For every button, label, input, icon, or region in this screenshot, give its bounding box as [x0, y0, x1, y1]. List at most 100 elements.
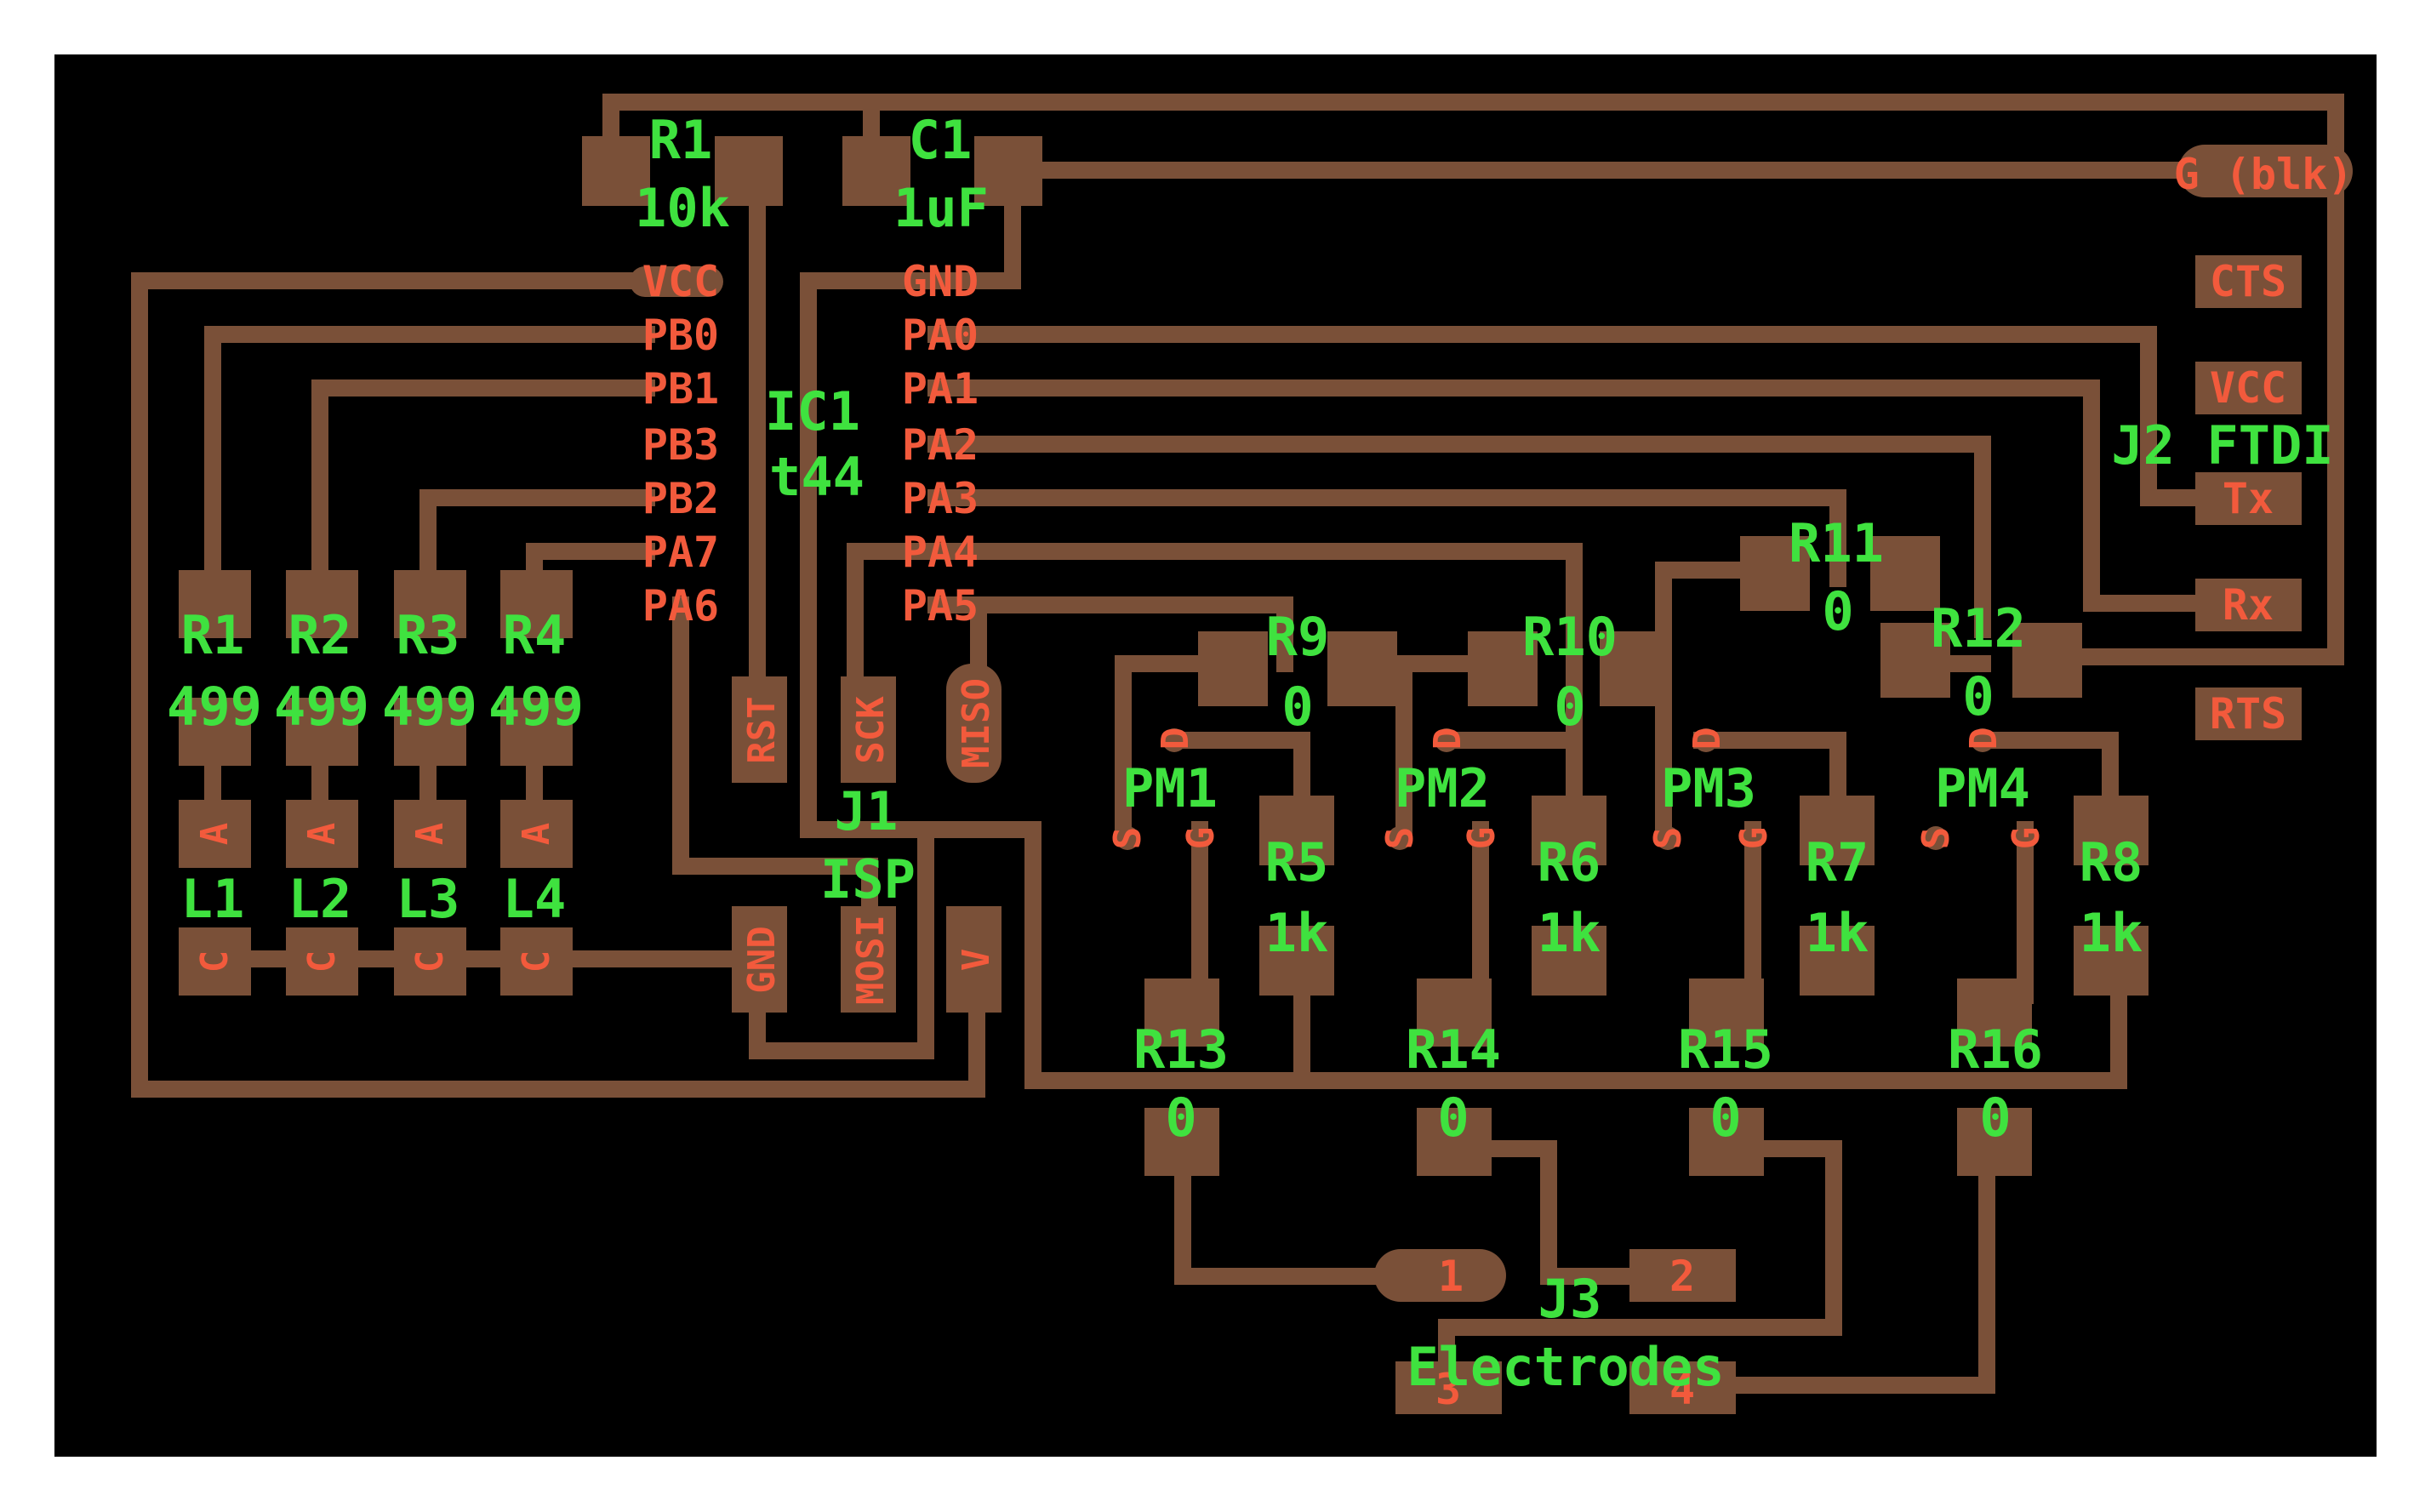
l2-pin-c: C [300, 950, 344, 973]
label-l2-name: L2 [288, 868, 352, 930]
j2-pin-rx: Rx [2223, 580, 2274, 630]
pad-r13-a [1144, 979, 1219, 1047]
pad-r15-a [1689, 979, 1764, 1047]
pad-r7-a [1800, 796, 1875, 865]
label-j3-name: J3 [1538, 1268, 1602, 1330]
pad-pm1-d [1162, 728, 1186, 752]
pad-pm2-s [1388, 826, 1412, 850]
pad-r3-a [394, 570, 466, 638]
label-j3-value: Electrodes [1407, 1336, 1724, 1398]
pad-l4-c [500, 927, 573, 996]
ic1-pin-pa4: PA4 [902, 528, 979, 577]
label-r16-value: 0 [1979, 1087, 2011, 1149]
pm1-pin-s: S [1106, 827, 1150, 850]
pad-j2-rx [2195, 579, 2302, 631]
pad-r6-a [1532, 796, 1606, 865]
l3-pin-a: A [408, 823, 452, 846]
pad-r11-a [1740, 536, 1810, 611]
pad-j2-rts [2195, 688, 2302, 740]
label-r1-499-name: R1 [181, 604, 245, 666]
pad-c1-b [974, 136, 1042, 206]
label-r1-499-value: 499 [167, 676, 262, 738]
pad-r1-499-a [179, 570, 251, 638]
pad-r16-b [1957, 1108, 2032, 1176]
pad-j2-vcc [2195, 362, 2302, 414]
pad-pm2-d [1435, 728, 1458, 752]
ic1-pin-gnd: GND [902, 257, 979, 306]
label-r10-value: 0 [1554, 676, 1585, 738]
label-r7-value: 1k [1806, 902, 1869, 964]
j1-pin-sck: SCK [849, 696, 893, 764]
j3-pin-3: 3 [1435, 1365, 1461, 1414]
ic1-pin-pb0: PB0 [642, 311, 719, 360]
pad-j1-rst [732, 676, 787, 783]
pad-pm3-g [1741, 826, 1765, 850]
label-j1-name: J1 [835, 780, 899, 842]
pad-l3-c [394, 927, 466, 996]
l3-pin-c: C [408, 950, 452, 973]
label-r7-name: R7 [1806, 831, 1869, 893]
label-r12-value: 0 [1962, 665, 1994, 727]
ic1-pin-pa1: PA1 [902, 364, 979, 414]
j2-pin-vcc: VCC [2210, 363, 2286, 413]
label-r11-value: 0 [1822, 580, 1853, 642]
label-l1-name: L1 [181, 868, 245, 930]
ic1-pin-pa3: PA3 [902, 474, 979, 523]
label-r9-name: R9 [1266, 606, 1330, 668]
pad-r8-b [2074, 926, 2149, 996]
ic1-pin-pa5: PA5 [902, 581, 979, 630]
j3-pin-2: 2 [1669, 1252, 1695, 1301]
j2-pin-cts: CTS [2210, 257, 2286, 306]
pad-pm3-s [1656, 826, 1680, 850]
label-r1-10k-value: 10k [635, 177, 730, 239]
pad-pm1-s [1116, 826, 1139, 850]
label-r14-value: 0 [1437, 1087, 1469, 1149]
pad-r3-b [394, 698, 466, 766]
pad-pm2-g [1469, 826, 1492, 850]
label-r5-value: 1k [1265, 902, 1329, 964]
pad-r14-a [1417, 979, 1492, 1047]
pad-r15-b [1689, 1108, 1764, 1176]
pad-r10-a [1468, 631, 1538, 706]
pad-pm1-g [1188, 826, 1212, 850]
pad-r1-10k-b [715, 136, 783, 206]
pad-pm3-d [1694, 728, 1718, 752]
l4-pin-a: A [515, 823, 558, 846]
label-r6-name: R6 [1538, 831, 1601, 893]
pad-l2-c [286, 927, 358, 996]
pads [179, 136, 2353, 1414]
label-r13-name: R13 [1133, 1018, 1229, 1081]
l4-pin-c: C [515, 950, 558, 973]
pad-ic1-vcc [630, 266, 723, 297]
pad-r10-b [1600, 631, 1669, 706]
label-r4-value: 499 [488, 676, 584, 738]
pm4-pin-s: S [1915, 827, 1958, 850]
label-r16-name: R16 [1948, 1018, 2043, 1081]
label-pm4-name: PM4 [1935, 757, 2030, 819]
j1-pin-gnd: GND [740, 926, 784, 993]
label-r12-name: R12 [1931, 597, 2026, 659]
j1-pin-miso: MISO [955, 678, 998, 768]
pad-r11-b [1870, 536, 1940, 611]
pad-j1-v [946, 906, 1002, 1013]
label-r15-name: R15 [1678, 1018, 1773, 1081]
pm3-pin-g: G [1732, 827, 1776, 850]
pad-l4-a [500, 800, 573, 868]
label-c1-value: 1uF [893, 177, 989, 239]
label-j2-name: J2 FTDI [2111, 414, 2333, 476]
label-r3-name: R3 [397, 604, 460, 666]
pad-r5-a [1259, 796, 1334, 865]
pad-r4-b [500, 698, 573, 766]
label-c1-name: C1 [909, 109, 973, 171]
j2-pin-g-blk: G (blk) [2174, 150, 2354, 199]
ic1-pin-pa0: PA0 [902, 311, 979, 360]
ic1-pin-pa2: PA2 [902, 420, 979, 470]
l2-pin-a: A [300, 823, 344, 846]
label-r8-value: 1k [2080, 902, 2143, 964]
pad-j1-miso [946, 664, 1002, 783]
pad-j1-gnd [732, 906, 787, 1013]
j2-pin-rts: RTS [2210, 689, 2286, 739]
pad-r12-b [2012, 623, 2082, 698]
pm4-pin-d: D [1962, 727, 2006, 750]
